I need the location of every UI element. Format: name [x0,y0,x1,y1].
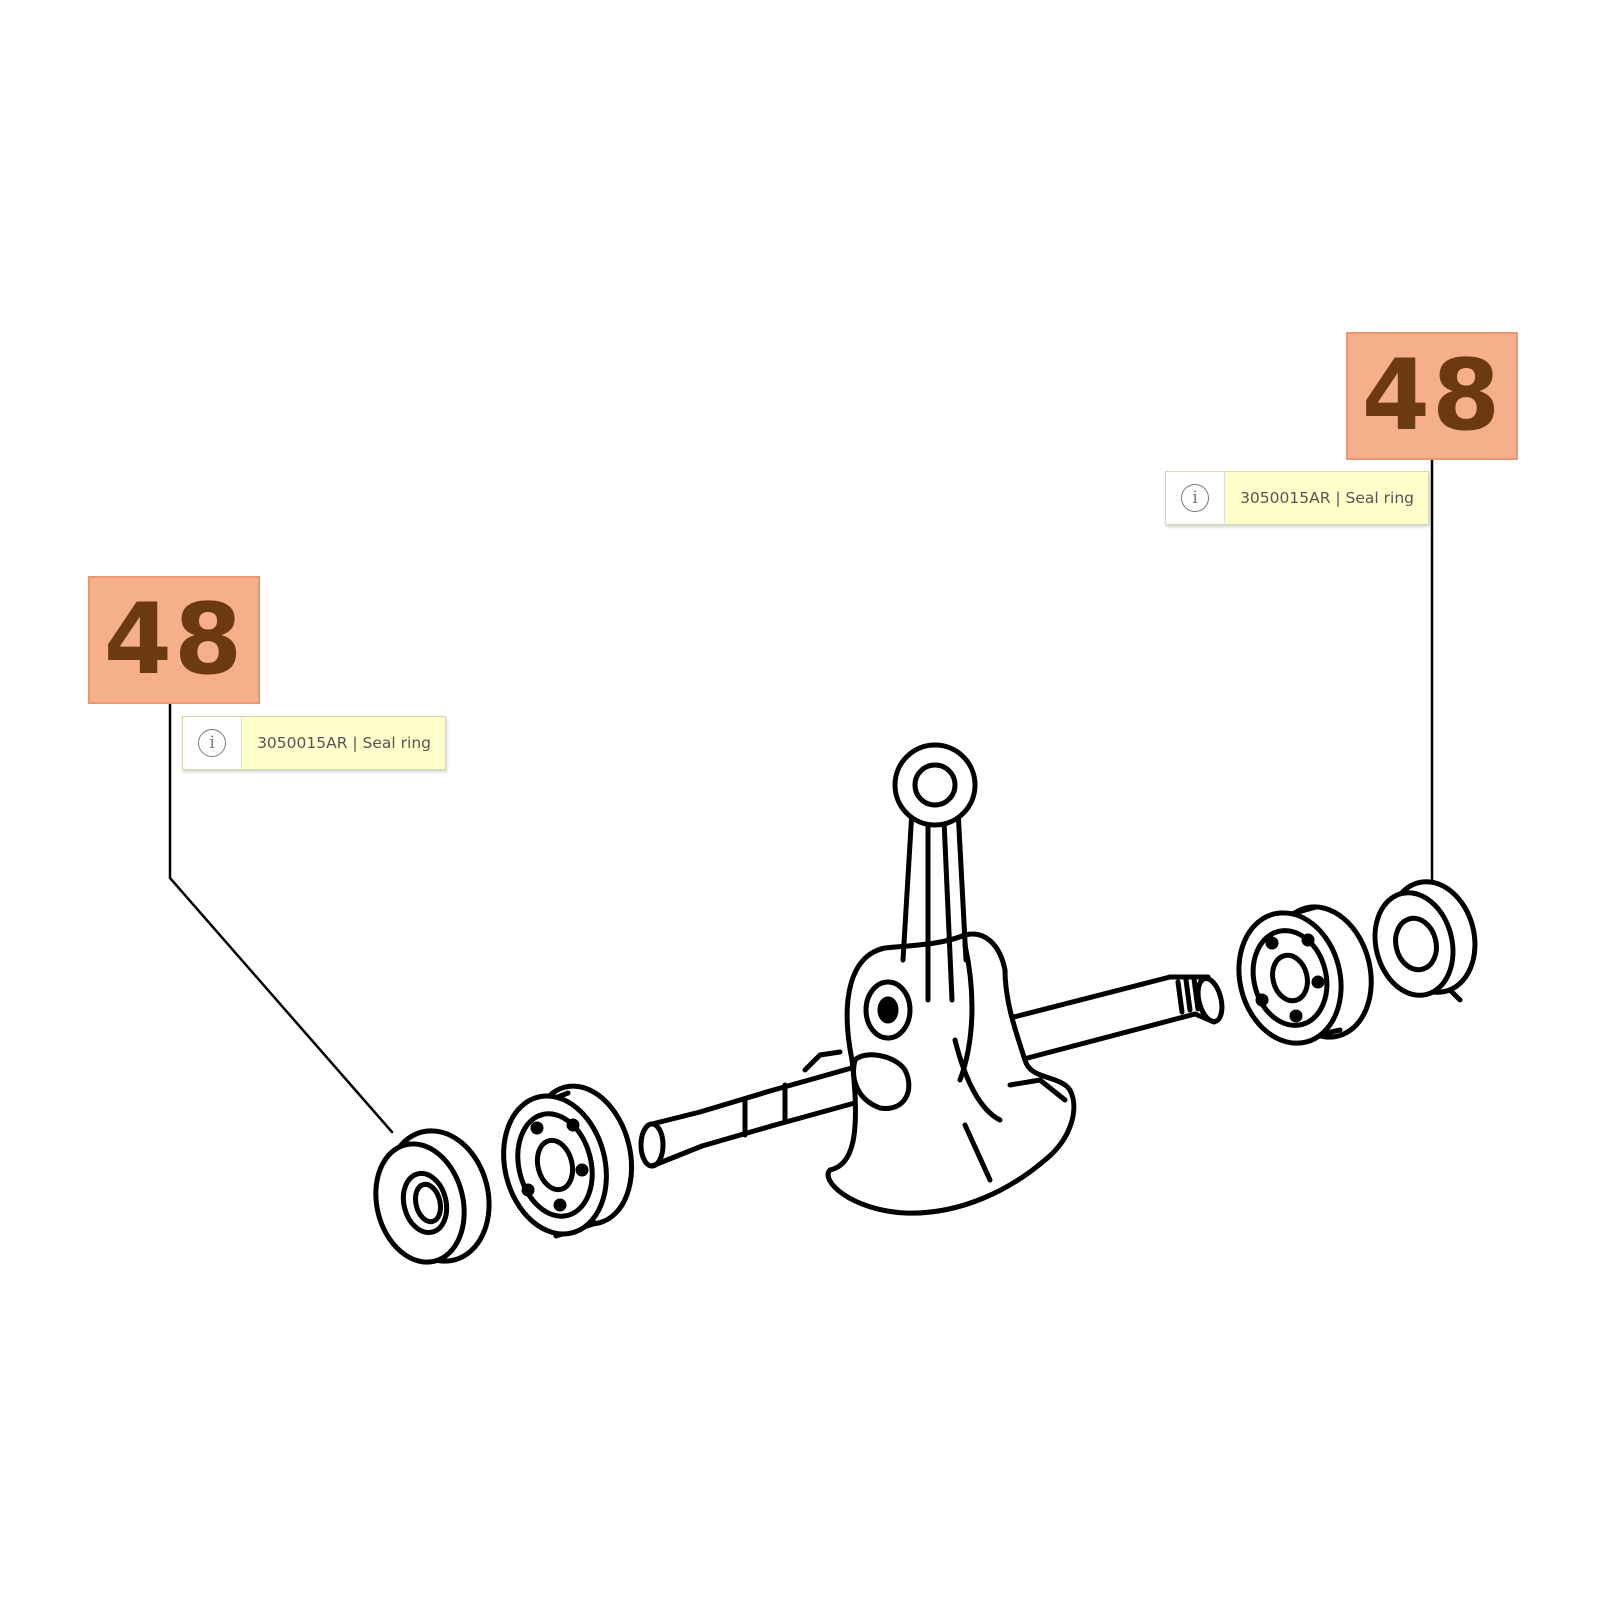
info-icon: i [198,729,227,757]
leader-line-left [168,688,394,1134]
callout-number: 48 [103,583,245,697]
part-label: 3050015AR | Seal ring [257,734,431,752]
info-button[interactable]: i [183,717,243,769]
connecting-rod [892,742,978,1003]
callout-badge-48-right[interactable]: 48 [1346,332,1518,460]
info-button[interactable]: i [1166,472,1226,524]
seal-ring-right[interactable] [1365,873,1487,1004]
part-label: 3050015AR | Seal ring [1240,489,1414,507]
part-tooltip-left[interactable]: i 3050015AR | Seal ring [182,716,446,770]
part-tooltip-right[interactable]: i 3050015AR | Seal ring [1165,471,1429,525]
crankshaft-left-stub [638,1049,883,1169]
info-icon: i [1181,484,1210,512]
bearing-right[interactable] [1226,896,1385,1054]
bearing-left[interactable] [490,1075,646,1245]
crankshaft-right-shaft [1007,974,1225,1063]
callout-number: 48 [1361,339,1503,453]
callout-badge-48-left[interactable]: 48 [88,576,260,704]
seal-ring-left[interactable] [364,1120,503,1272]
